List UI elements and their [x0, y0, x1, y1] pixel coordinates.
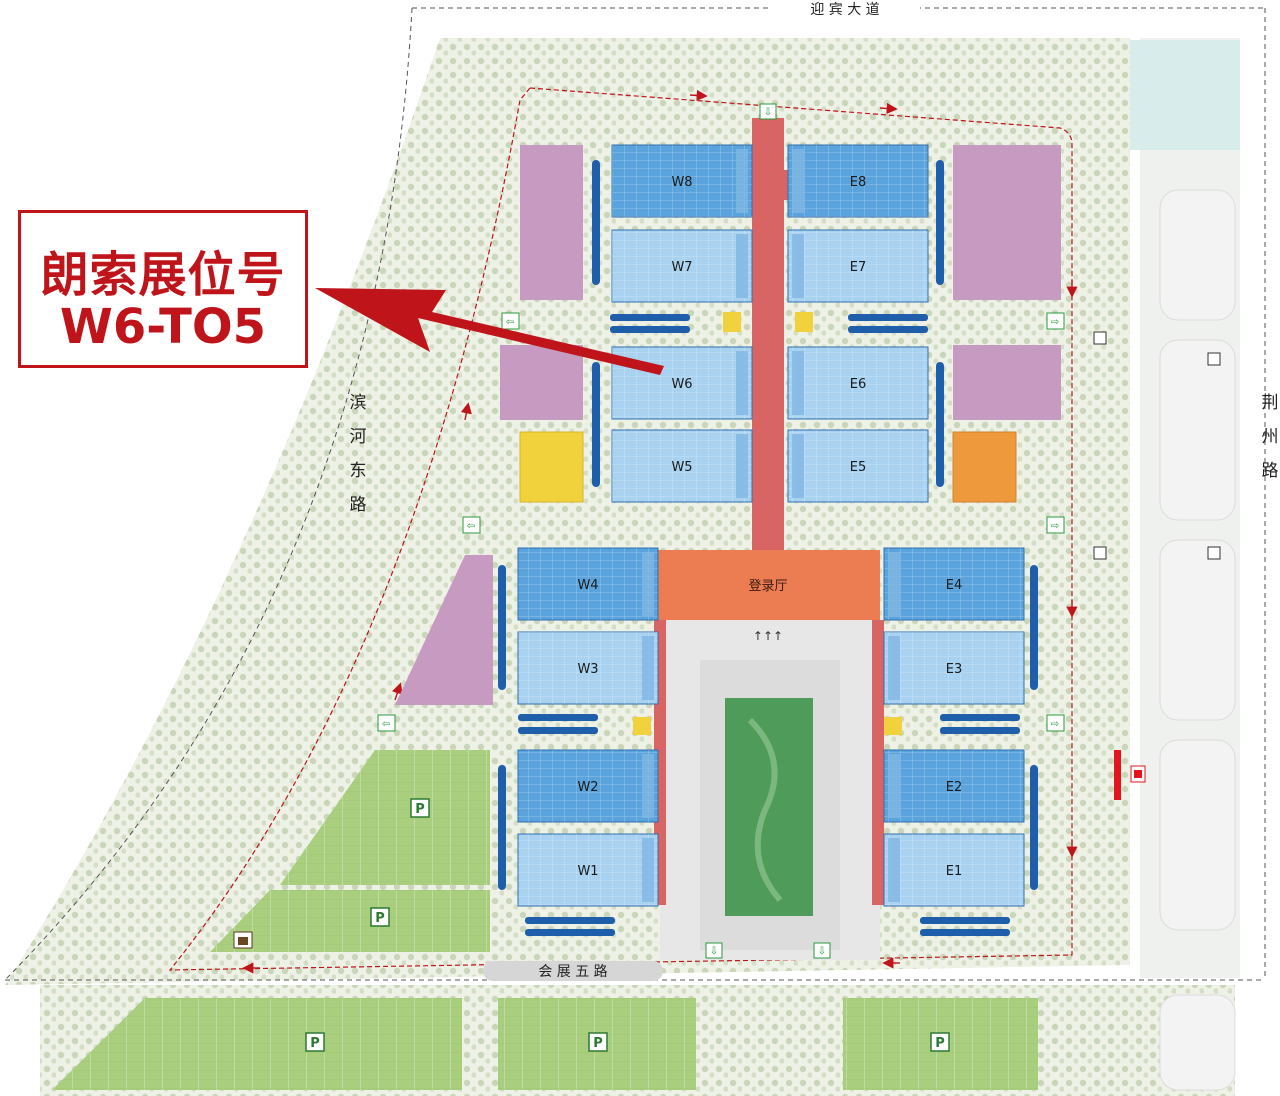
- parking-icon: P: [588, 1032, 608, 1052]
- hall-w6[interactable]: W6: [611, 346, 753, 420]
- hall-w1[interactable]: W1: [517, 833, 659, 907]
- parking-label: P: [310, 1036, 320, 1051]
- hall-label: W8: [671, 175, 692, 190]
- concourse: [654, 118, 884, 905]
- road-label-west: 滨 河 东 路: [346, 386, 370, 522]
- svg-text:⇦: ⇦: [382, 719, 390, 730]
- east-markers: [1093, 331, 1221, 800]
- hall-label: W2: [577, 780, 598, 795]
- svg-text:⇩: ⇩: [818, 946, 826, 957]
- purple-plots: [395, 145, 1061, 705]
- road-label-east-char: 路: [1261, 461, 1279, 481]
- parking-icon: P: [930, 1032, 950, 1052]
- main-entrance-arrow-icon: ↑↑↑: [753, 629, 783, 643]
- canopies: [498, 160, 1038, 936]
- hall-label: E7: [850, 260, 867, 275]
- north-road-band: 迎 宾 大 道: [770, 0, 920, 18]
- exit-icon: ⇨: [1046, 516, 1065, 534]
- hall-label: W7: [671, 260, 692, 275]
- hall-label: W4: [577, 578, 598, 593]
- hall-e8[interactable]: E8: [787, 144, 929, 218]
- svg-text:⇨: ⇨: [1051, 317, 1059, 328]
- hall-e7[interactable]: E7: [787, 229, 929, 303]
- hall-e6[interactable]: E6: [787, 346, 929, 420]
- entrance-icon: ⇩: [759, 103, 777, 120]
- road-label-east-char: 荆: [1261, 393, 1279, 413]
- road-label-east: 荆 州 路: [1258, 386, 1280, 488]
- entrances: ⇩ ⇦ ⇨ ⇦ ⇨ ⇦ ⇨ ⇩ ⇩: [233, 103, 1065, 959]
- hall-w2[interactable]: W2: [517, 749, 659, 823]
- entrance-icon: ⇩: [705, 942, 723, 959]
- parking-icon: P: [410, 798, 430, 818]
- parking-label: P: [593, 1036, 603, 1051]
- road-label-west-char: 路: [349, 495, 367, 515]
- exit-icon: ⇨: [1046, 312, 1065, 330]
- hall-label: E8: [850, 175, 867, 190]
- callout-booth-number: W6-TO5: [59, 299, 267, 355]
- hall-w7[interactable]: W7: [611, 229, 753, 303]
- road-label-north: 迎 宾 大 道: [810, 2, 879, 18]
- exit-icon: ⇦: [462, 516, 481, 534]
- parking-labels: P P P P P: [305, 798, 950, 1052]
- ring-road: [168, 87, 1073, 971]
- hall-label: E2: [946, 780, 963, 795]
- hall-e1[interactable]: E1: [883, 833, 1025, 907]
- svg-text:⇩: ⇩: [710, 946, 718, 957]
- hall-label: W1: [577, 864, 598, 879]
- road-label-west-char: 东: [349, 461, 367, 481]
- hall-e5[interactable]: E5: [787, 429, 929, 503]
- svg-text:⇨: ⇨: [1051, 719, 1059, 730]
- road-label-east-char: 州: [1261, 427, 1279, 447]
- svg-text:⇦: ⇦: [467, 521, 475, 532]
- hall-w3[interactable]: W3: [517, 631, 659, 705]
- parking-label: P: [415, 802, 425, 817]
- hall-label: E4: [946, 578, 963, 593]
- hall-w4[interactable]: W4: [517, 547, 659, 621]
- hall-e2[interactable]: E2: [883, 749, 1025, 823]
- escalator-icon: [233, 931, 253, 949]
- callout-company-booth: 朗索展位号: [40, 247, 286, 303]
- registration-hall-label: 登录厅: [748, 579, 787, 594]
- hall-label: E3: [946, 662, 963, 677]
- hall-label: W3: [577, 662, 598, 677]
- hall-label: W5: [671, 460, 692, 475]
- svg-text:⇦: ⇦: [506, 317, 514, 328]
- svg-text:⇩: ⇩: [764, 107, 772, 118]
- road-label-south: 会 展 五 路: [538, 964, 607, 980]
- booth-callout: 朗索展位号 W6-TO5: [18, 210, 308, 368]
- parking-icon: P: [305, 1032, 325, 1052]
- hall-label: E6: [850, 377, 867, 392]
- hall-label: E1: [946, 864, 963, 879]
- hall-label: W6: [671, 377, 692, 392]
- exit-icon: ⇦: [377, 714, 396, 732]
- service-buildings: [519, 312, 1017, 735]
- hall-e4[interactable]: E4: [883, 547, 1025, 621]
- road-label-west-char: 河: [349, 427, 367, 447]
- hall-w5[interactable]: W5: [611, 429, 753, 503]
- parking-lots: [52, 750, 1038, 1090]
- exit-icon: ⇨: [1046, 714, 1065, 732]
- bus-stop-icon: [1130, 765, 1146, 783]
- south-road-band: 会 展 五 路: [483, 961, 663, 981]
- parking-icon: P: [370, 907, 390, 927]
- exit-icon: ⇦: [501, 312, 520, 330]
- registration-hall: 登录厅 ↑↑↑: [652, 550, 880, 643]
- svg-text:⇨: ⇨: [1051, 521, 1059, 532]
- hall-label: E5: [850, 460, 867, 475]
- hall-w8[interactable]: W8: [611, 144, 753, 218]
- road-label-west-char: 滨: [349, 393, 367, 413]
- entrance-icon: ⇩: [813, 942, 831, 959]
- parking-label: P: [375, 911, 385, 926]
- hall-e3[interactable]: E3: [883, 631, 1025, 705]
- parking-label: P: [935, 1036, 945, 1051]
- central-plaza: [660, 620, 880, 960]
- callout-arrow: [315, 288, 664, 375]
